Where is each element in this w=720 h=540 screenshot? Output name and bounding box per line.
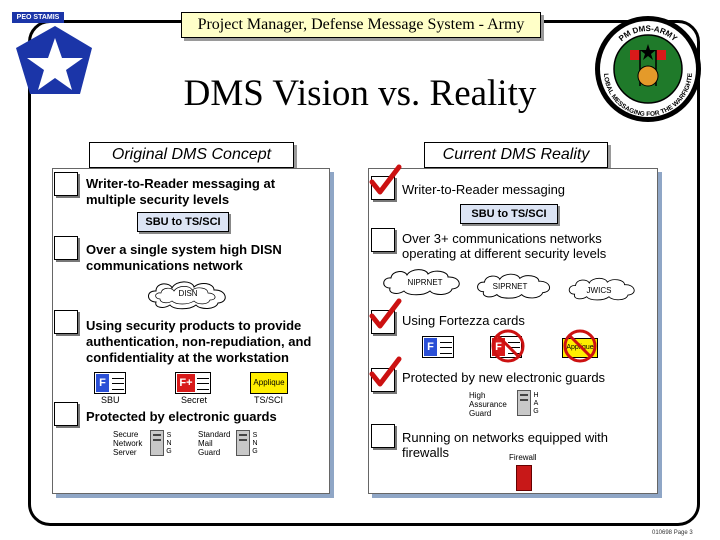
fortezza-plus-badge: F+ (177, 374, 195, 392)
original-concept-heading: Original DMS Concept (89, 142, 294, 168)
reality-item-firewalls: Running on networks equipped with firewa… (402, 430, 608, 460)
guard-label-line: Secure (113, 430, 139, 439)
concept-item-messaging-line2: multiple security levels (86, 192, 230, 207)
reality-item-messaging: Writer-to-Reader messaging (402, 182, 566, 197)
checkbox-concept-guards[interactable] (54, 402, 78, 426)
checkbox-reality-networks[interactable] (371, 228, 395, 252)
checkmark-icon (369, 164, 402, 195)
hag-letter: H (533, 392, 539, 399)
jwics-label: JWICS (586, 286, 612, 295)
reality-item-guards: Protected by new electronic guards (402, 370, 606, 385)
product-caption-sbu: SBU (101, 395, 120, 405)
star-icon (16, 26, 92, 94)
hag-label-line: Assurance (469, 400, 507, 409)
concept-item-messaging-line1: Writer-to-Reader messaging at (86, 176, 276, 191)
sng-letter: N (166, 440, 172, 447)
sng-letter: G (166, 448, 172, 455)
reality-item-networks-line1: Over 3+ communications networks (402, 231, 602, 246)
concept-item-security-line3: confidentiality at the workstation (86, 350, 289, 365)
sbu-to-tssci-tag-right: SBU to TS/SCI (460, 204, 558, 224)
reality-item-fortezza: Using Fortezza cards (402, 313, 525, 328)
hag-letter: G (533, 408, 539, 415)
jwics-cloud-icon (568, 277, 635, 301)
product-caption-tssci: TS/SCI (254, 395, 284, 405)
concept-item-security-line2: authentication, non-repudiation, and (86, 334, 312, 349)
prohibited-icon (563, 329, 597, 363)
page-footer: 010698 Page 3 (652, 530, 693, 536)
checkbox-concept-messaging[interactable] (54, 172, 78, 196)
concept-item-security-line1: Using security products to provide (86, 318, 302, 333)
guard-label-line: Network (113, 439, 143, 448)
checkmark-icon (369, 356, 402, 387)
niprnet-cloud-icon (383, 269, 460, 296)
guard-label-line: Standard (198, 430, 231, 439)
sng-letter: N (252, 440, 258, 447)
concept-item-network: Over a single system high DISN communica… (86, 242, 282, 274)
pm-dms-army-seal: PM DMS-ARMY GLOBAL MESSAGING FOR THE WAR… (587, 9, 706, 124)
concept-item-messaging: Writer-to-Reader messaging at multiple s… (86, 176, 275, 208)
sbu-to-tssci-tag-left: SBU to TS/SCI (137, 212, 229, 232)
checkmark-icon (369, 298, 402, 329)
peo-stamis-logo: PEO STAMIS (10, 12, 100, 104)
checkbox-reality-firewalls[interactable] (371, 424, 395, 448)
header-title: Project Manager, Defense Message System … (181, 12, 541, 38)
hag-letter: A (533, 400, 539, 407)
disn-cloud-icon (148, 281, 226, 310)
checkbox-concept-security[interactable] (54, 310, 78, 334)
fortezza-badge: F (424, 338, 437, 356)
page-title: DMS Vision vs. Reality (183, 73, 537, 114)
siprnet-label: SIPRNET (492, 282, 528, 291)
standard-mail-guard-label: Standard Mail Guard (198, 430, 230, 457)
hag-label-line: Guard (469, 409, 492, 418)
reality-item-firewalls-line2: firewalls (402, 445, 449, 460)
firewall-icon (516, 465, 532, 491)
sng-letter: S (166, 432, 172, 439)
server-icon (517, 390, 531, 416)
sng-letter: G (252, 448, 258, 455)
sng-letters: S N G (251, 432, 259, 456)
fortezza-card-icon: F (422, 336, 454, 358)
prohibited-icon (491, 329, 525, 363)
hag-letters: H A G (532, 392, 540, 416)
peo-stamis-label: PEO STAMIS (12, 12, 64, 23)
fortezza-card-icon: F (94, 372, 126, 394)
siprnet-cloud-icon (477, 273, 550, 299)
reality-item-firewalls-line1: Running on networks equipped with (402, 430, 608, 445)
concept-item-network-line2: communications network (86, 258, 243, 273)
product-caption-secret: Secret (181, 395, 208, 405)
sng-letter: S (252, 432, 258, 439)
applique-icon-left: Applique (250, 372, 288, 394)
firewall-label: Firewall (509, 453, 537, 462)
fortezza-plus-card-icon: F+ (175, 372, 211, 394)
doc-lines (440, 342, 452, 354)
reality-item-networks-line2: operating at different security levels (402, 246, 607, 261)
high-assurance-guard-label: High Assurance Guard (469, 391, 507, 418)
hag-label-line: High (469, 391, 486, 400)
sng-letters: S N G (165, 432, 173, 456)
seal-emblem-icon: PM DMS-ARMY GLOBAL MESSAGING FOR THE WAR… (587, 9, 701, 122)
concept-item-security: Using security products to provide authe… (86, 318, 311, 366)
doc-lines (197, 378, 209, 390)
fortezza-badge: F (96, 374, 109, 392)
guard-label-line: Guard (198, 448, 221, 457)
disn-label: DISN (178, 289, 198, 298)
concept-item-guards: Protected by electronic guards (86, 409, 277, 424)
guard-label-line: Server (113, 448, 137, 457)
guard-label-line: Mail (198, 439, 213, 448)
concept-item-network-line1: Over a single system high DISN (86, 242, 282, 257)
checkbox-concept-network[interactable] (54, 236, 78, 260)
server-icon (150, 430, 164, 456)
reality-item-networks: Over 3+ communications networks operatin… (402, 231, 606, 261)
current-reality-heading: Current DMS Reality (424, 142, 608, 168)
niprnet-label: NIPRNET (407, 278, 443, 287)
secure-network-server-label: Secure Network Server (113, 430, 142, 457)
server-icon (236, 430, 250, 456)
doc-lines (112, 378, 124, 390)
